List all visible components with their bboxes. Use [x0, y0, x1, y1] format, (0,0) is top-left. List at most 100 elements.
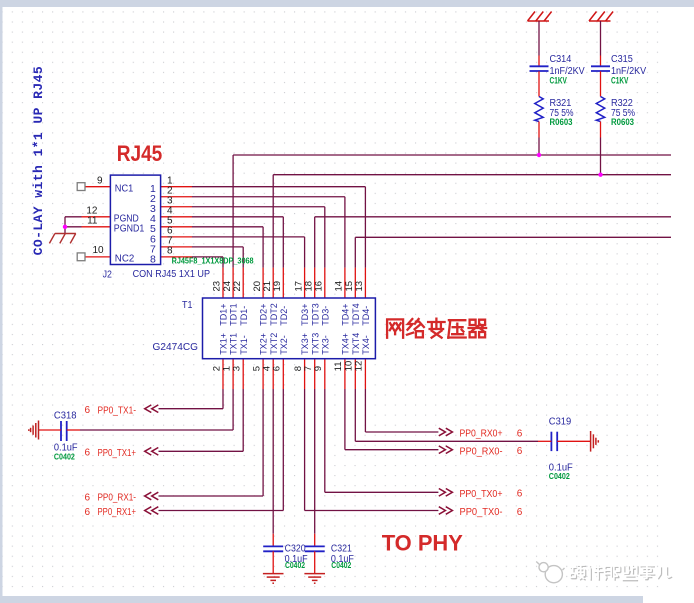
svg-text:13: 13 — [354, 281, 365, 292]
svg-text:TX1-: TX1- — [239, 335, 249, 355]
svg-text:0.1uF: 0.1uF — [54, 442, 78, 453]
svg-text:0.1uF: 0.1uF — [331, 554, 354, 565]
svg-text:1: 1 — [167, 176, 173, 187]
svg-text:PP0_TX1-: PP0_TX1- — [98, 405, 137, 416]
svg-text:6: 6 — [517, 446, 523, 457]
svg-text:C0402: C0402 — [54, 451, 75, 461]
svg-text:TXT2: TXT2 — [269, 333, 279, 355]
svg-text:7: 7 — [303, 366, 314, 371]
svg-text:TDT2: TDT2 — [269, 303, 279, 326]
svg-text:17: 17 — [293, 281, 304, 292]
svg-text:TD3-: TD3- — [320, 306, 330, 326]
svg-text:R0603: R0603 — [550, 117, 573, 127]
svg-text:CO-LAY with 1*1 UP RJ45: CO-LAY with 1*1 UP RJ45 — [31, 66, 46, 255]
svg-text:R0603: R0603 — [611, 117, 634, 127]
svg-text:19: 19 — [272, 281, 283, 292]
svg-text:7: 7 — [150, 243, 156, 255]
svg-text:22: 22 — [232, 281, 243, 292]
svg-text:TXT3: TXT3 — [310, 333, 320, 355]
svg-text:75 5%: 75 5% — [550, 108, 574, 119]
svg-text:TX2+: TX2+ — [259, 333, 269, 355]
svg-text:C321: C321 — [331, 543, 352, 554]
svg-text:7: 7 — [167, 236, 173, 247]
svg-text:12: 12 — [354, 361, 365, 372]
svg-text:R321: R321 — [550, 98, 572, 109]
svg-text:NC1: NC1 — [115, 182, 134, 194]
svg-text:6: 6 — [150, 233, 156, 245]
svg-text:C0402: C0402 — [331, 560, 351, 570]
svg-text:20: 20 — [252, 281, 263, 292]
svg-text:24: 24 — [222, 281, 233, 292]
svg-text:TX2-: TX2- — [279, 335, 289, 355]
svg-text:5: 5 — [150, 223, 156, 235]
svg-text:2: 2 — [211, 366, 222, 371]
svg-text:TD4+: TD4+ — [341, 304, 351, 326]
svg-text:6: 6 — [85, 405, 91, 416]
svg-text:TDT3: TDT3 — [310, 303, 320, 326]
svg-text:C314: C314 — [550, 54, 572, 65]
svg-text:C319: C319 — [549, 417, 572, 428]
svg-text:G2474CG: G2474CG — [153, 341, 199, 353]
svg-text:0.1uF: 0.1uF — [549, 462, 573, 473]
svg-text:C1KV: C1KV — [611, 75, 628, 85]
svg-text:T1: T1 — [182, 299, 193, 311]
svg-text:TD3+: TD3+ — [300, 304, 310, 326]
svg-text:1nF/2KV: 1nF/2KV — [611, 66, 646, 77]
svg-text:1nF/2KV: 1nF/2KV — [550, 66, 585, 77]
svg-text:RJ45: RJ45 — [117, 141, 163, 166]
svg-text:TD1-: TD1- — [239, 306, 249, 326]
svg-text:PGND1: PGND1 — [114, 222, 145, 234]
svg-text:4: 4 — [167, 206, 173, 217]
svg-text:9: 9 — [97, 176, 103, 187]
svg-text:2: 2 — [150, 193, 156, 205]
svg-text:6: 6 — [85, 492, 91, 503]
svg-text:J2: J2 — [103, 269, 112, 281]
svg-text:TO PHY: TO PHY — [382, 531, 464, 556]
svg-text:C0402: C0402 — [285, 560, 305, 570]
svg-text:1: 1 — [150, 183, 156, 195]
svg-text:11: 11 — [333, 361, 344, 371]
svg-text:8: 8 — [293, 366, 304, 371]
svg-text:CON RJ45 1X1 UP: CON RJ45 1X1 UP — [133, 268, 210, 280]
svg-text:6: 6 — [167, 226, 173, 237]
svg-text:PP0_TX0+: PP0_TX0+ — [460, 489, 503, 500]
svg-text:5: 5 — [251, 366, 262, 371]
svg-text:21: 21 — [262, 281, 273, 292]
svg-text:23: 23 — [212, 281, 223, 292]
svg-text:NC2: NC2 — [115, 253, 135, 265]
svg-text:12: 12 — [86, 206, 98, 217]
svg-text:C0402: C0402 — [549, 471, 570, 481]
svg-text:PP0_TX0-: PP0_TX0- — [460, 507, 503, 518]
svg-text:TX1+: TX1+ — [219, 333, 229, 355]
svg-text:8: 8 — [150, 253, 156, 265]
svg-text:3: 3 — [150, 203, 156, 215]
svg-text:11: 11 — [87, 216, 98, 227]
svg-text:16: 16 — [314, 281, 325, 292]
svg-text:PP0_RX0-: PP0_RX0- — [460, 446, 503, 457]
svg-text:C318: C318 — [54, 410, 77, 421]
svg-text:TX3-: TX3- — [320, 335, 330, 355]
svg-text:TX4+: TX4+ — [341, 333, 351, 355]
svg-text:TDT4: TDT4 — [351, 303, 361, 326]
svg-text:TX3+: TX3+ — [300, 333, 310, 355]
svg-text:0.1uF: 0.1uF — [285, 554, 308, 565]
svg-text:2: 2 — [167, 186, 173, 197]
svg-text:TD2-: TD2- — [279, 306, 289, 326]
svg-text:TD1+: TD1+ — [219, 304, 229, 326]
svg-text:75 5%: 75 5% — [611, 108, 635, 119]
svg-text:PP0_TX1+: PP0_TX1+ — [98, 448, 137, 459]
svg-text:9: 9 — [313, 366, 324, 371]
svg-text:RJ45F8_1X1X8DP_3068: RJ45F8_1X1X8DP_3068 — [172, 255, 254, 265]
svg-text:C1KV: C1KV — [550, 75, 567, 85]
svg-text:TD4-: TD4- — [361, 306, 371, 326]
svg-text:PP0_RX0+: PP0_RX0+ — [460, 429, 503, 440]
svg-text:10: 10 — [344, 361, 355, 372]
svg-text:15: 15 — [344, 281, 355, 292]
svg-text:8: 8 — [167, 246, 173, 257]
svg-text:6: 6 — [517, 428, 523, 439]
svg-text:6: 6 — [272, 366, 283, 371]
svg-text:3: 3 — [167, 196, 173, 207]
svg-text:1: 1 — [221, 366, 232, 371]
svg-text:3: 3 — [232, 366, 243, 371]
svg-text:C315: C315 — [611, 54, 633, 65]
